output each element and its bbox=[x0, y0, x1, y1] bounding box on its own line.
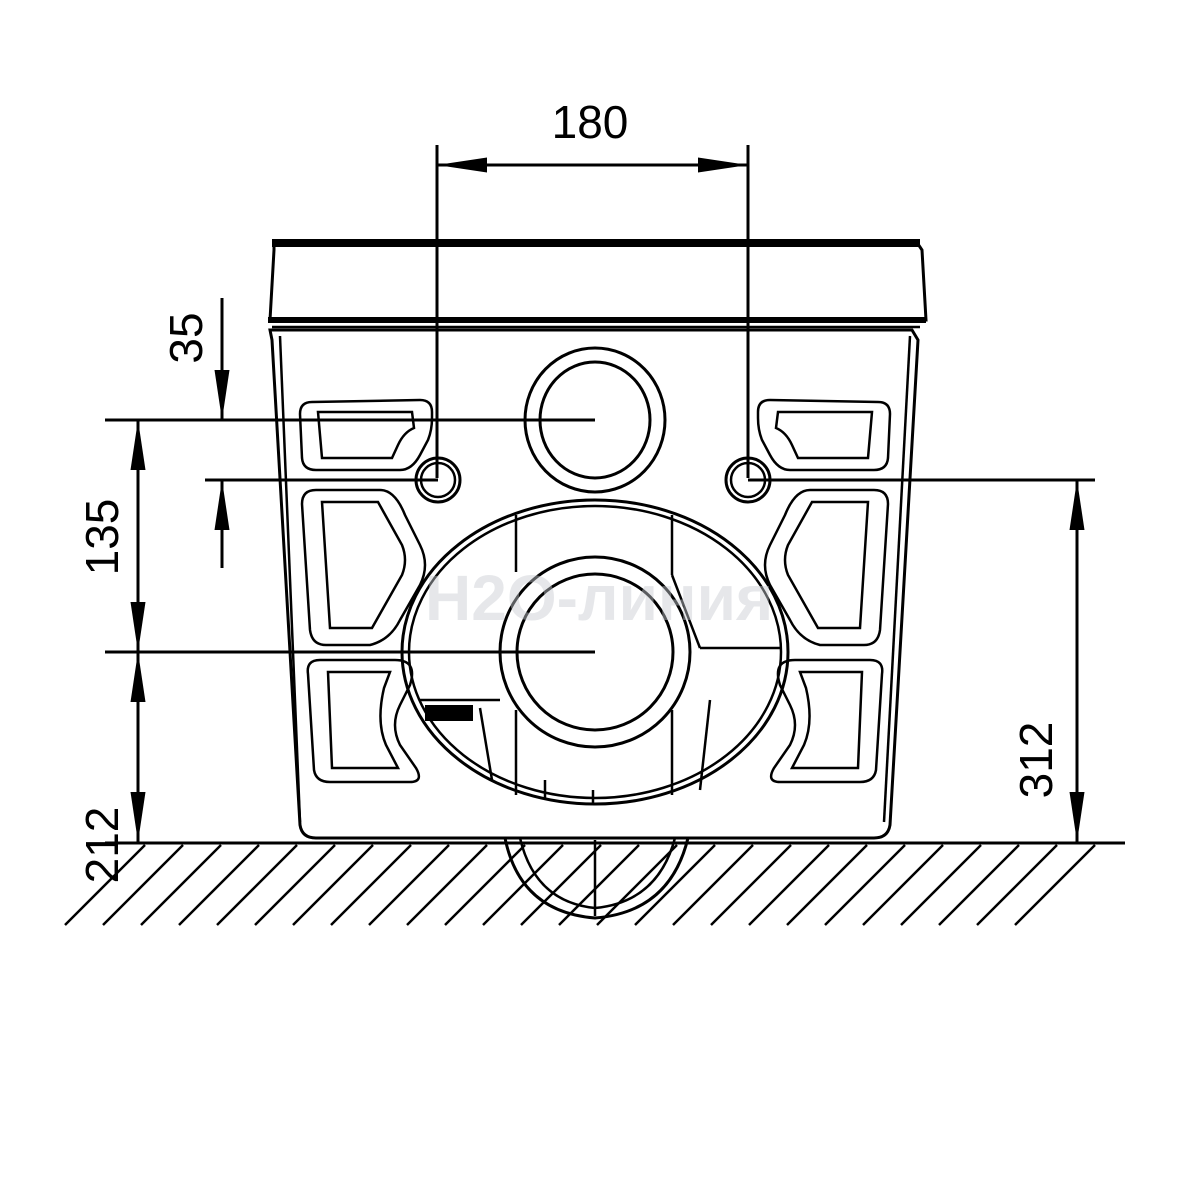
hatch-line bbox=[216, 844, 298, 926]
dimension-180: 180 bbox=[552, 96, 629, 148]
hatch-line bbox=[406, 844, 488, 926]
hatch-line bbox=[596, 844, 678, 926]
hatch-line bbox=[444, 844, 526, 926]
dimension-312: 312 bbox=[1010, 722, 1062, 799]
floor-line bbox=[64, 841, 1125, 926]
dimension-135: 135 bbox=[76, 499, 128, 576]
hatch-line bbox=[748, 844, 830, 926]
hatch-line bbox=[862, 844, 944, 926]
hatch-line bbox=[178, 844, 260, 926]
hatch-line bbox=[976, 844, 1058, 926]
hatch-line bbox=[824, 844, 906, 926]
hatch-line bbox=[368, 844, 450, 926]
hatch-line bbox=[482, 844, 564, 926]
watermark: H2O-линия bbox=[425, 562, 773, 634]
dimension-35: 35 bbox=[160, 312, 212, 363]
toilet-seat-lid bbox=[268, 239, 928, 329]
hatch-line bbox=[64, 844, 146, 926]
hatch-line bbox=[900, 844, 982, 926]
hatch-line bbox=[102, 844, 184, 926]
hatch-line bbox=[634, 844, 716, 926]
label-mark bbox=[425, 705, 473, 721]
hatch-line bbox=[292, 844, 374, 926]
hatch-line bbox=[520, 844, 602, 926]
hatch-line bbox=[1014, 844, 1096, 926]
hatch-line bbox=[558, 844, 640, 926]
dimension-lines bbox=[105, 145, 1095, 842]
bowl-bottom bbox=[503, 837, 690, 920]
hatch-line bbox=[710, 844, 792, 926]
dimension-212: 212 bbox=[76, 807, 128, 884]
hatch-line bbox=[672, 844, 754, 926]
hatch-line bbox=[254, 844, 336, 926]
hatch-line bbox=[330, 844, 412, 926]
hatch-line bbox=[938, 844, 1020, 926]
hatch-line bbox=[140, 844, 222, 926]
hatch-line bbox=[786, 844, 868, 926]
